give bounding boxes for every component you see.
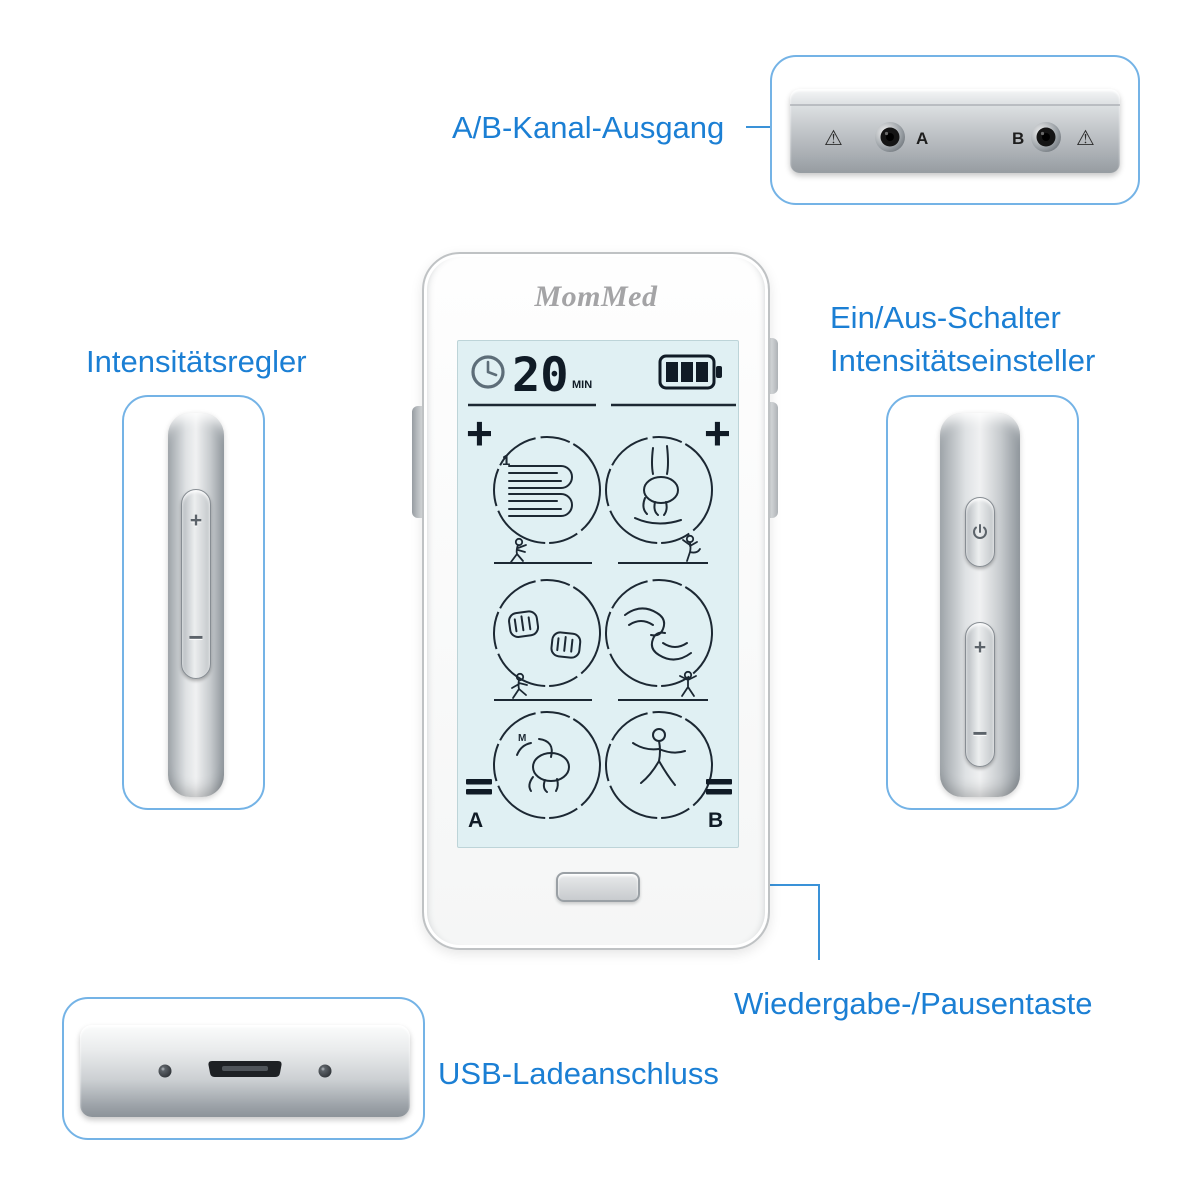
top-edge-ridge (790, 104, 1120, 106)
jumper-figure-icon (679, 670, 697, 697)
channel-a-label: A (468, 809, 483, 832)
mode-circle-6 (605, 711, 713, 819)
lcd-screen: 20 MIN + + (457, 340, 739, 848)
ab-connector-line (746, 126, 772, 128)
play-pause-button (556, 872, 640, 902)
power-switch-line1: Ein/Aus-Schalter (830, 300, 1061, 335)
top-edge-callout: ⚠ A B ⚠ (770, 55, 1140, 205)
mode-circle-2 (605, 436, 713, 544)
power-switch-line2: Intensitätseinsteller (830, 343, 1096, 378)
mode1-hands-icon (508, 465, 573, 517)
mode-circle-1 (493, 436, 601, 544)
right-intensity-rocker: + − (965, 622, 995, 767)
mode6-figure-icon (632, 728, 686, 786)
timer-value: 20 (512, 348, 569, 403)
mode4-kneading-icon (624, 607, 692, 661)
tens-device-front: MomMed 20 MIN (422, 252, 770, 950)
mode-circle-4 (605, 579, 713, 687)
top-edge-graphics: ⚠ A B ⚠ (824, 122, 1095, 152)
intensity-minus-a-icon (466, 779, 492, 795)
bottom-edge-callout (62, 997, 425, 1140)
screw-icon-right (318, 1064, 332, 1078)
channel-b-label: B (708, 809, 723, 832)
intensity-plus-a: + (466, 407, 493, 459)
mode2-hands-icon (634, 445, 682, 525)
mode-number: 1 (502, 452, 510, 469)
usb-label: USB-Ladeanschluss (438, 1056, 719, 1091)
intensity-minus-b-icon (706, 779, 732, 795)
play-connector-vertical (818, 884, 820, 960)
device-top-edge: ⚠ A B ⚠ (790, 89, 1120, 173)
device-bottom-edge (80, 1025, 410, 1117)
left-intensity-rocker: + − (181, 489, 211, 679)
timer-unit: MIN (572, 379, 592, 391)
port-b-icon (1031, 122, 1061, 152)
port-a-icon (875, 122, 905, 152)
clock-icon (471, 355, 505, 389)
bottom-edge-graphics (158, 1061, 332, 1078)
power-switch-label: Ein/Aus-Schalter Intensitätseinsteller (830, 296, 1095, 382)
mode3-fists-icon (508, 610, 582, 659)
port-a-label: A (916, 129, 928, 148)
intensity-plus-b: + (704, 407, 731, 459)
power-icon (973, 524, 987, 539)
battery-icon (658, 354, 722, 390)
warning-icon-left: ⚠ (824, 127, 843, 150)
dancer-figure-icon (682, 534, 701, 562)
rocker-plus-label: + (189, 509, 203, 532)
port-b-label: B (1012, 129, 1024, 148)
usb-port-icon (208, 1061, 282, 1077)
rocker-minus-label: − (972, 718, 988, 748)
rocker-minus-label: − (188, 622, 204, 652)
play-pause-label: Wiedergabe-/Pausentaste (734, 986, 1093, 1021)
boxer-figure-icon (510, 537, 527, 563)
mode-circle-5 (493, 711, 601, 819)
runner-figure-icon (511, 672, 528, 699)
lcd-screen-graphics: 20 MIN + + (466, 348, 736, 832)
ab-output-label: A/B-Kanal-Ausgang (452, 110, 725, 145)
power-button (965, 497, 995, 567)
intensity-label: Intensitätsregler (86, 344, 307, 379)
mode-circle-3 (493, 579, 601, 687)
mode5-press-icon (516, 738, 570, 793)
screw-icon-left (158, 1064, 172, 1078)
right-side-callout: + − (886, 395, 1079, 810)
left-side-callout: + − (122, 395, 265, 810)
rocker-plus-label: + (973, 636, 987, 659)
mode-letter: M (518, 733, 526, 744)
warning-icon-right: ⚠ (1076, 127, 1095, 150)
brand-logo: MomMed (534, 280, 658, 313)
